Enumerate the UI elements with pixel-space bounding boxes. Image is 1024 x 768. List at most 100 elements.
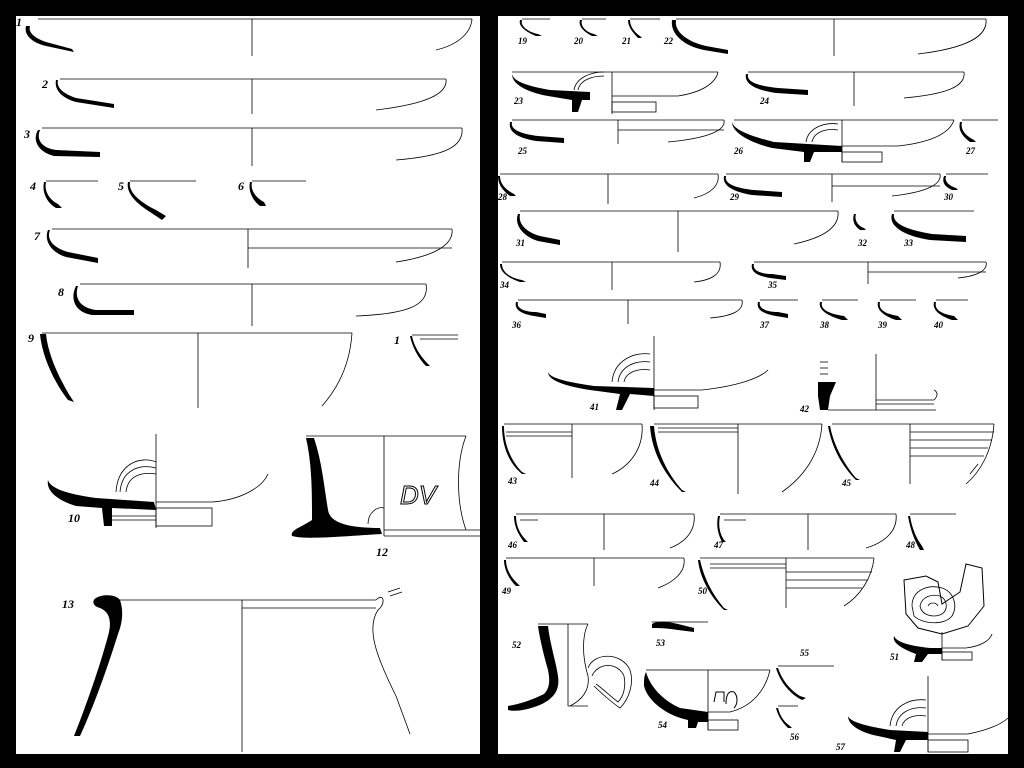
profile-57: 57: [836, 676, 1008, 753]
profile-8: 8: [58, 283, 427, 326]
profile-45: 45: [828, 423, 995, 488]
profile-27: 27: [959, 119, 998, 156]
profile-35: 35: [751, 261, 987, 290]
profile-9: 9: [28, 331, 353, 408]
figure-number: 43: [507, 476, 518, 486]
figure-number: 4: [29, 179, 36, 193]
profile-51: 51: [890, 563, 993, 662]
profile-31: 31: [515, 210, 839, 252]
figure-number: 29: [729, 192, 740, 202]
profile-46: 46: [507, 513, 695, 550]
figure-number: 39: [877, 320, 888, 330]
profile-19: 19: [518, 18, 550, 46]
figure-number: 5: [118, 179, 124, 193]
profile-34: 34: [499, 261, 721, 290]
profile-54: 54: [644, 669, 771, 731]
profile-21: 21: [621, 18, 660, 46]
figure-number: 2: [41, 77, 48, 91]
figure-number: 50: [698, 586, 708, 596]
profile-2: 2: [41, 77, 447, 114]
figure-number: 40: [933, 320, 944, 330]
profile-50: 50: [698, 557, 875, 610]
figure-number: 56: [790, 732, 800, 742]
profile-36: 36: [511, 299, 743, 330]
figure-number: 51: [890, 652, 899, 662]
profile-29: 29: [723, 173, 941, 202]
figure-number: 32: [857, 238, 868, 248]
figure-number: 12: [376, 545, 388, 559]
figure-number: 37: [759, 320, 770, 330]
profile-43: 43: [502, 423, 643, 486]
profile-1-small: 1: [394, 333, 458, 366]
figure-number: 23: [513, 96, 524, 106]
right-plate: 19 20 21 22 23 24 25: [498, 16, 1008, 754]
figure-number: 26: [733, 146, 744, 156]
profile-47: 47: [713, 513, 897, 550]
figure-number: 6: [238, 179, 244, 193]
figure-number: 53: [656, 638, 666, 648]
profile-3: 3: [23, 127, 463, 166]
figure-number: 24: [759, 96, 770, 106]
profile-6: 6: [238, 179, 306, 206]
profile-30: 30: [943, 173, 988, 202]
profile-33: 33: [891, 210, 974, 248]
figure-number: 41: [589, 402, 599, 412]
profile-20: 20: [573, 18, 606, 46]
figure-number: 54: [658, 720, 668, 730]
figure-number: 3: [23, 127, 30, 141]
profile-12: 12 DV: [291, 435, 480, 559]
right-plate-drawing: 19 20 21 22 23 24 25: [498, 18, 1008, 753]
profile-22: 22: [663, 18, 987, 56]
profile-4: 4: [29, 179, 98, 208]
profile-41: 41: [548, 336, 769, 412]
figure-number: 22: [663, 36, 674, 46]
figure-number: 33: [903, 238, 914, 248]
figure-number: 13: [62, 597, 74, 611]
figure-number: 57: [836, 742, 846, 752]
profile-1: 1: [16, 16, 473, 56]
figure-number: 44: [649, 478, 660, 488]
figure-number: 55: [800, 648, 810, 658]
figure-number: 19: [518, 36, 528, 46]
figure-number: 45: [841, 478, 852, 488]
profile-42: 42: [799, 354, 938, 414]
figure-number: 34: [499, 280, 510, 290]
figure-number: 47: [713, 540, 724, 550]
profile-7: 7: [34, 228, 453, 268]
profile-37: 37: [757, 299, 798, 330]
figure-number: 27: [965, 146, 976, 156]
profile-49: 49: [501, 557, 685, 596]
figure-number: 1: [16, 16, 22, 29]
profile-56: 56: [776, 705, 800, 742]
figure-number: 8: [58, 285, 64, 299]
profile-39: 39: [877, 299, 916, 330]
profile-55: 55: [776, 648, 834, 700]
figure-number: 28: [498, 192, 508, 202]
figure-number: 48: [905, 540, 916, 550]
profile-48: 48: [905, 513, 956, 550]
inscription-dv: DV: [400, 480, 439, 510]
profile-5: 5: [118, 179, 196, 220]
figure-number: 30: [943, 192, 954, 202]
figure-number: 52: [512, 640, 522, 650]
left-plate-drawing: 1 2 3 4 5 6 7: [16, 16, 480, 752]
profile-24: 24: [745, 71, 965, 106]
figure-number: 49: [501, 586, 512, 596]
profile-38: 38: [819, 299, 858, 330]
profile-13: 13: [62, 587, 411, 752]
figure-number: 38: [819, 320, 830, 330]
profile-23: 23: [512, 71, 719, 114]
figure-number: 25: [517, 146, 528, 156]
figure-number: 1: [394, 333, 400, 347]
figure-number: 9: [28, 331, 34, 345]
profile-25: 25: [509, 119, 725, 156]
left-plate: 1 2 3 4 5 6 7: [16, 16, 480, 754]
figure-number: 10: [68, 511, 80, 525]
profile-32: 32: [853, 214, 868, 248]
profile-26: 26: [732, 119, 955, 163]
figure-number: 35: [767, 280, 778, 290]
profile-52: 52: [508, 623, 632, 711]
figure-number: 7: [34, 229, 41, 243]
figure-number: 42: [799, 404, 810, 414]
profile-28: 28: [498, 173, 719, 204]
